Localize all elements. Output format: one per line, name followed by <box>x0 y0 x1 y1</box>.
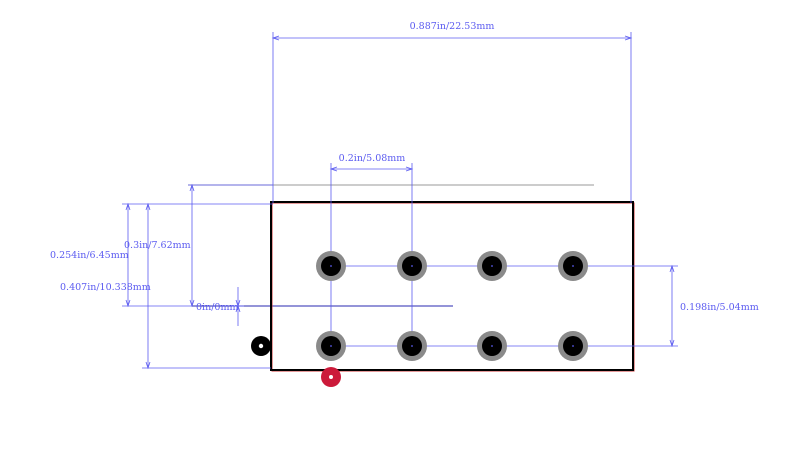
origin-marker <box>251 336 271 356</box>
dimension-pad-row-span <box>122 202 273 308</box>
dimension-overall-width-label: 0.887in/22.53mm <box>410 21 495 32</box>
dimension-row-spacing-label: 0.198in/5.04mm <box>680 302 759 313</box>
dimension-body-height-label: 0.3in/7.62mm <box>124 240 191 251</box>
pad <box>558 251 588 281</box>
dimension-origin-label: 0in/0mm <box>196 302 238 313</box>
dimension-overall-width <box>271 32 633 203</box>
pad <box>477 251 507 281</box>
dimension-body-height <box>188 183 273 308</box>
pad <box>316 251 346 281</box>
pad <box>397 251 427 281</box>
pad-row-bottom <box>316 331 588 361</box>
dimension-origin <box>232 287 244 326</box>
dimension-pin-pitch <box>329 163 414 346</box>
pad <box>316 331 346 361</box>
pad <box>558 331 588 361</box>
dimension-total-height <box>142 202 271 370</box>
pin1-marker <box>321 367 341 387</box>
dimension-total-height-label: 0.407in/10.338mm <box>60 282 151 293</box>
pad <box>477 331 507 361</box>
dimension-pad-row-span-label: 0.254in/6.45mm <box>50 250 129 261</box>
pad-row-top <box>316 251 588 281</box>
pad <box>397 331 427 361</box>
package-outline <box>270 201 634 371</box>
dimension-pin-pitch-label: 0.2in/5.08mm <box>339 153 406 164</box>
